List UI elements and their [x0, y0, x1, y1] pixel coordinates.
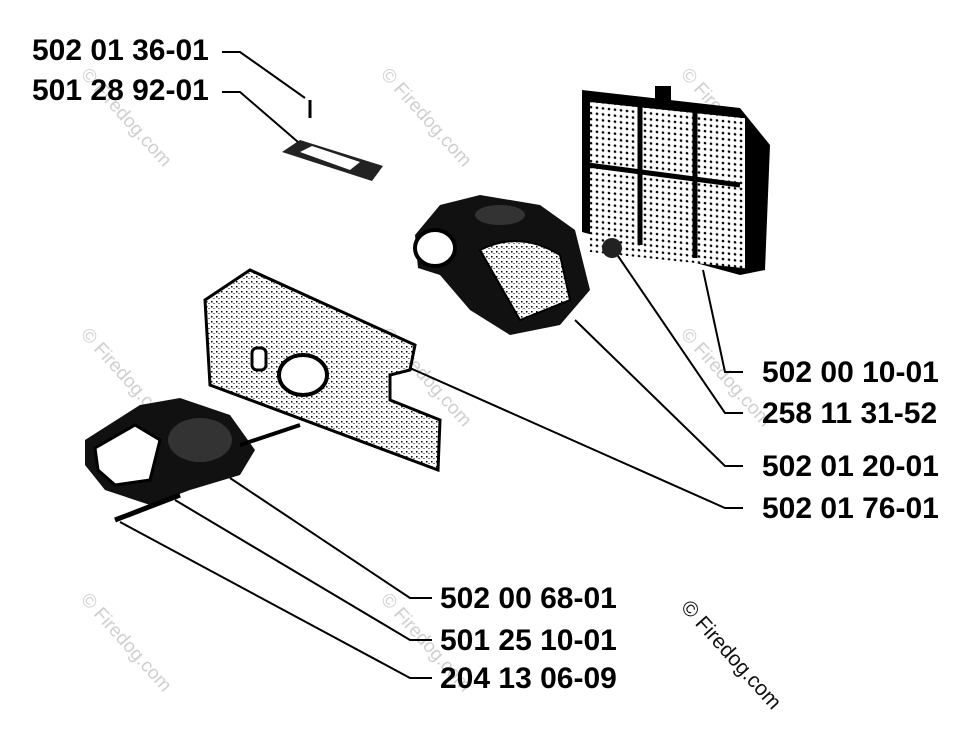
part-number-p7: 502 00 68-01 — [440, 582, 617, 615]
part-number-p2: 501 28 92-01 — [32, 74, 209, 107]
leader-p6 — [409, 367, 743, 509]
leader-p8 — [174, 499, 432, 641]
leader-p3 — [702, 269, 743, 373]
watermark-7: © Firedog.com — [76, 589, 175, 696]
part-number-p1: 502 01 36-01 — [32, 34, 209, 67]
part-number-p6: 502 01 76-01 — [762, 492, 939, 525]
part-labels: 502 01 36-01 501 28 92-01 502 00 10-01 2… — [32, 34, 939, 695]
watermark-1: © Firedog.com — [376, 64, 475, 171]
part-number-p5: 502 01 20-01 — [762, 450, 939, 483]
intake-adapter-part — [85, 398, 301, 523]
part-number-p3: 502 00 10-01 — [762, 356, 939, 389]
leader-lines — [119, 51, 743, 679]
part-number-p9: 204 13 06-09 — [440, 662, 617, 695]
air-filter-part — [582, 86, 770, 275]
carburetor-part — [413, 195, 590, 335]
watermark-6: © Firedog.com — [676, 324, 775, 431]
leader-p5 — [574, 319, 743, 467]
leader-p9 — [119, 521, 432, 679]
copyright-watermark: © Firedog.com — [676, 596, 785, 714]
part-number-p4: 258 11 31-52 — [762, 397, 937, 430]
part-number-p8: 501 25 10-01 — [440, 624, 617, 657]
heat-shield-part — [203, 268, 442, 473]
leader-p7 — [229, 477, 432, 599]
gasket-part — [282, 100, 383, 181]
leader-p1 — [222, 51, 306, 99]
leader-p2 — [222, 91, 299, 143]
leader-p4 — [617, 255, 743, 414]
